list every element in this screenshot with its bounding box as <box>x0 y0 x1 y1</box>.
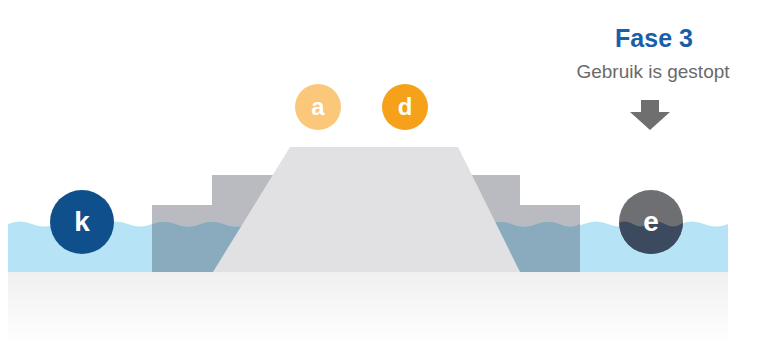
down-arrow <box>630 100 670 130</box>
substance-circle: d <box>382 84 428 130</box>
circle-fill <box>50 190 114 254</box>
substance-circle: k <box>50 190 114 254</box>
substance-letter: d <box>398 95 413 119</box>
circle-fill <box>382 84 428 130</box>
phase-title: Fase 3 <box>574 24 734 53</box>
phase-subtitle: Gebruik is gestopt <box>530 61 776 83</box>
substance-circle: a <box>295 84 341 130</box>
circle-fill <box>295 84 341 130</box>
mountain <box>213 147 520 272</box>
substance-circle: e <box>619 190 683 254</box>
substance-letter: e <box>643 208 659 236</box>
ground <box>8 272 728 345</box>
substance-letter: k <box>74 208 90 236</box>
substance-letter: a <box>311 95 324 119</box>
